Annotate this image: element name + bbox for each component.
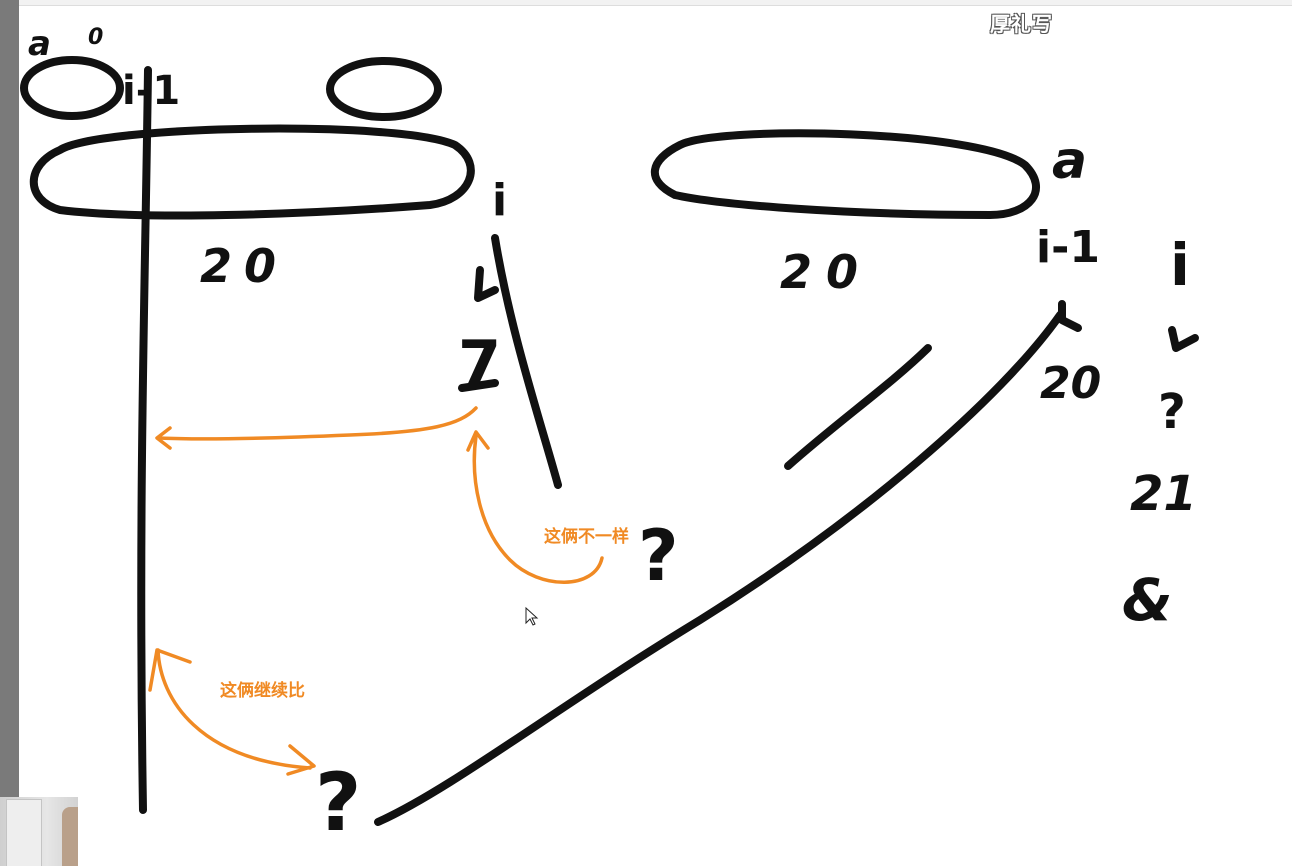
orange-curve-mid-head [466, 430, 490, 452]
large-ellipse-right [651, 129, 1040, 219]
label-i-right: i [1170, 231, 1190, 299]
q-mark-right: ? [1158, 384, 1186, 440]
diagonal-line-middle [784, 344, 932, 470]
arrow-head-right [1058, 300, 1082, 332]
label-a-top-left: a [28, 24, 51, 64]
label-i-minus-1-left: i-1 [122, 68, 180, 114]
large-ellipse-left [29, 124, 475, 220]
ampersand: & [1122, 566, 1173, 634]
diagonal-line-left [491, 234, 562, 489]
num-20-below: 20 [1040, 358, 1101, 409]
num-20-left: 20 [200, 239, 288, 293]
label-i-minus-1-right: i-1 [1036, 222, 1100, 273]
arrow-head-7 [474, 266, 499, 302]
orange-curve-bottom [156, 648, 312, 770]
label-zero: 0 [88, 25, 103, 50]
vertical-line [137, 66, 152, 814]
arrow-head-i-right [1168, 326, 1199, 352]
watermark-brand: 厚礼写 [990, 12, 1053, 36]
long-curve [374, 311, 1064, 826]
small-ellipse-left [20, 56, 124, 120]
webcam-person [62, 807, 78, 866]
orange-curve-bottom-head-start [148, 648, 192, 692]
orange-arrow-top [158, 406, 478, 441]
mouse-cursor [525, 606, 539, 626]
left-panel-edge [0, 0, 19, 866]
annotation-label-1: 这俩不一样 [544, 527, 629, 547]
underline-7 [458, 379, 499, 392]
orange-arrow-top-head [155, 426, 172, 450]
orange-curve-mid [472, 434, 604, 584]
label-a-right: a [1052, 131, 1087, 191]
q-mark-mid: ? [638, 515, 679, 597]
small-ellipse-middle [326, 57, 442, 121]
label-i-left: i [492, 175, 507, 226]
webcam-thumbnail[interactable] [0, 797, 78, 866]
window-top-bar [0, 0, 1292, 6]
num-21: 21 [1130, 466, 1197, 522]
annotation-label-2: 这俩继续比 [220, 681, 305, 701]
num-20-right: 20 [780, 245, 872, 299]
num-7: 7 [458, 327, 501, 400]
webcam-door [6, 799, 42, 866]
q-mark-bottom: ? [315, 756, 361, 849]
orange-curve-bottom-head-end [286, 744, 316, 776]
